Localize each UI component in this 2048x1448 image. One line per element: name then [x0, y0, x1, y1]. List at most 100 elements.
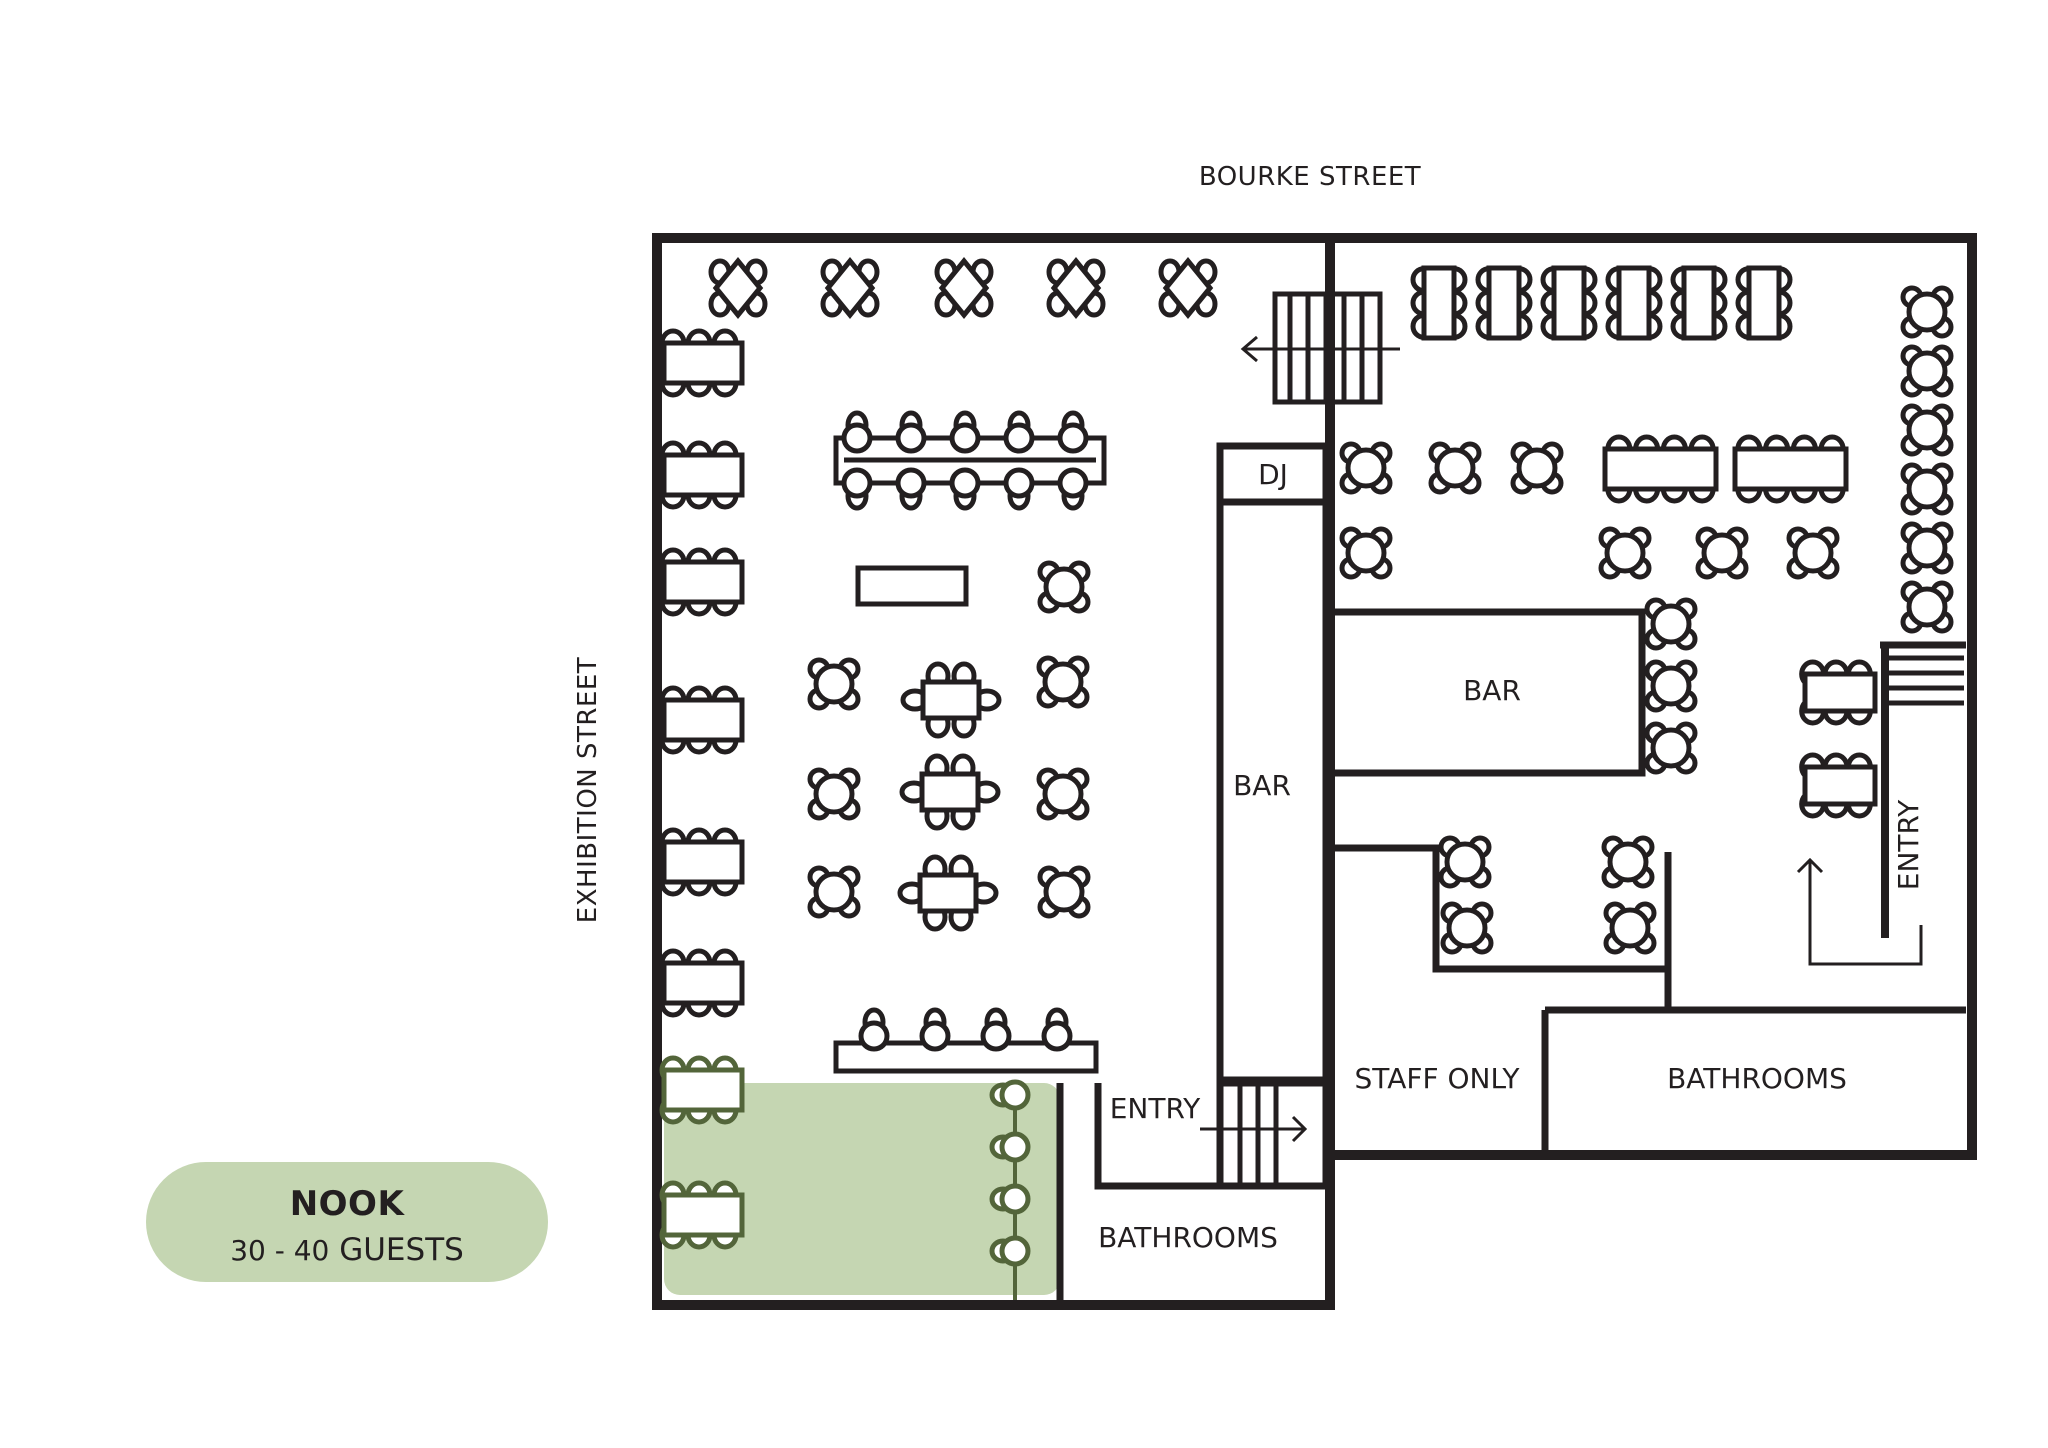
vertical-table[interactable]	[1410, 265, 1468, 341]
table-top	[1802, 764, 1878, 807]
six-seat-table[interactable]	[900, 661, 1002, 739]
table-top	[1906, 586, 1948, 628]
round-table-lower[interactable]	[1603, 901, 1657, 955]
round-table-lower[interactable]	[1601, 835, 1655, 889]
eight-seat-table[interactable]	[1602, 434, 1719, 504]
table-top	[661, 340, 745, 386]
round-table-right-column[interactable]	[1900, 462, 1954, 516]
service-table[interactable]	[855, 565, 969, 607]
nook-bench-table[interactable]	[659, 1180, 745, 1250]
vertical-table[interactable]	[1735, 265, 1793, 341]
round-table-right[interactable]	[1510, 441, 1564, 495]
round-table[interactable]	[1037, 560, 1091, 614]
stool-seat	[1041, 1020, 1073, 1052]
table-top	[917, 872, 979, 914]
vertical-table[interactable]	[1670, 265, 1728, 341]
round-table-beside-bar[interactable]	[1644, 721, 1698, 775]
legend-guests: 30 - 40 GUESTS	[146, 1232, 548, 1268]
vertical-table[interactable]	[1540, 265, 1598, 341]
round-table-right[interactable]	[1339, 526, 1393, 580]
round-table-beside-bar[interactable]	[1644, 659, 1698, 713]
bench-table[interactable]	[659, 547, 745, 617]
legend-guest-range: 30 - 40	[230, 1234, 330, 1267]
round-table-lower[interactable]	[1440, 901, 1494, 955]
bench-table[interactable]	[659, 685, 745, 755]
label-bar-left: BAR	[1233, 769, 1291, 802]
stool-seat	[858, 1020, 890, 1052]
banquet-table[interactable]	[833, 410, 1107, 511]
chair	[1057, 422, 1089, 454]
diamond-table[interactable]	[934, 257, 994, 319]
table-top	[661, 960, 745, 1006]
vertical-table[interactable]	[1475, 265, 1533, 341]
six-seat-table[interactable]	[899, 753, 1001, 831]
vertical-table[interactable]	[1605, 265, 1663, 341]
entry-table[interactable]	[1799, 659, 1878, 726]
nook-legend-badge[interactable]: NOOK 30 - 40 GUESTS	[146, 1162, 548, 1282]
entry-arrow-right	[1796, 857, 1923, 966]
nook-stool[interactable]	[989, 1131, 1031, 1163]
table-top	[1516, 447, 1558, 489]
round-table-right[interactable]	[1598, 526, 1652, 580]
round-table-right[interactable]	[1786, 526, 1840, 580]
entry-table[interactable]	[1799, 752, 1878, 819]
eight-seat-table[interactable]	[1732, 434, 1849, 504]
table-top	[1802, 671, 1878, 714]
table-top	[1906, 527, 1948, 569]
label-entry-bottom: ENTRY	[1110, 1092, 1201, 1125]
round-table[interactable]	[807, 767, 861, 821]
table-top	[1906, 350, 1948, 392]
diamond-table[interactable]	[1046, 257, 1106, 319]
diamond-table[interactable]	[820, 257, 880, 319]
nook-highlight-area[interactable]	[664, 1083, 1060, 1295]
table-top	[1345, 447, 1387, 489]
round-table-right-column[interactable]	[1900, 285, 1954, 339]
table-top	[1906, 468, 1948, 510]
bar-counter-bottom[interactable]	[833, 1007, 1099, 1074]
bench-table[interactable]	[659, 440, 745, 510]
round-table[interactable]	[1036, 767, 1090, 821]
round-table-right-column[interactable]	[1900, 521, 1954, 575]
street-label-bourke: BOURKE STREET	[1199, 162, 1421, 192]
round-table-right[interactable]	[1695, 526, 1749, 580]
stool-seat	[919, 1020, 951, 1052]
nook-bench-table[interactable]	[659, 1055, 745, 1125]
round-table[interactable]	[1037, 865, 1091, 919]
label-bathrooms-bottom: BATHROOMS	[1098, 1221, 1278, 1254]
interior-walls	[1056, 442, 1966, 1300]
round-table-right[interactable]	[1339, 441, 1393, 495]
table-top	[661, 839, 745, 885]
table-top	[1616, 265, 1652, 341]
table-top	[1792, 532, 1834, 574]
round-table-right[interactable]	[1428, 441, 1482, 495]
stool-seat	[980, 1020, 1012, 1052]
label-entry-right: ENTRY	[1892, 799, 1925, 890]
table-top	[1486, 265, 1522, 341]
nook-stool[interactable]	[989, 1235, 1031, 1267]
table-top	[661, 1067, 745, 1113]
round-table-right-column[interactable]	[1900, 580, 1954, 634]
bench-table[interactable]	[659, 948, 745, 1018]
table-top	[661, 559, 745, 605]
diamond-table[interactable]	[1158, 257, 1218, 319]
label-bathrooms-right: BATHROOMS	[1667, 1062, 1847, 1095]
round-table[interactable]	[807, 865, 861, 919]
table-top	[1650, 603, 1692, 645]
nook-stool[interactable]	[989, 1183, 1031, 1215]
six-seat-table[interactable]	[897, 854, 999, 932]
diamond-table[interactable]	[708, 257, 768, 319]
table-top	[938, 257, 990, 319]
table-top	[919, 771, 981, 813]
round-table-right-column[interactable]	[1900, 344, 1954, 398]
round-table-beside-bar[interactable]	[1644, 597, 1698, 651]
bench-table[interactable]	[659, 328, 745, 398]
stairs-bottom	[1216, 1079, 1330, 1190]
table-top	[824, 257, 876, 319]
round-table-lower[interactable]	[1438, 835, 1492, 889]
round-table[interactable]	[807, 657, 861, 711]
round-table[interactable]	[1036, 655, 1090, 709]
bench-table[interactable]	[659, 827, 745, 897]
nook-stool[interactable]	[989, 1079, 1031, 1111]
round-table-right-column[interactable]	[1900, 403, 1954, 457]
